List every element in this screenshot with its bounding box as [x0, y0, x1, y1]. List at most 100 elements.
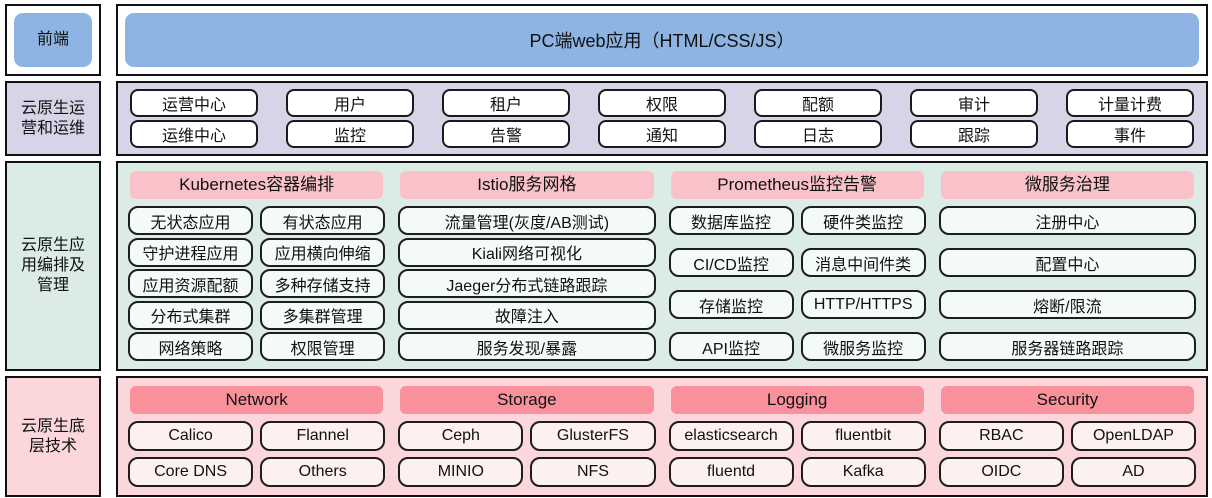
feature-box: 应用资源配额	[128, 269, 254, 298]
feature-box: 权限管理	[260, 332, 386, 361]
tech-box: OpenLDAP	[1070, 421, 1196, 451]
item-pair-row: Calico Flannel	[128, 421, 386, 451]
feature-box: 微服务监控	[800, 332, 926, 361]
ops-content-panel: 运营中心 用户 租户 权限 配额 审计 计量计费 运维中心	[116, 81, 1208, 156]
infrastructure-layer-row: 云原生底层技术 Network Calico Flannel Core DNS	[5, 376, 1208, 497]
feature-box: CI/CD监控	[668, 248, 794, 277]
web-app-banner: PC端web应用（HTML/CSS/JS）	[125, 13, 1199, 67]
tech-box: Others	[260, 457, 386, 487]
item-pair-row: RBAC OpenLDAP	[938, 421, 1196, 451]
feature-box: 服务器链路跟踪	[938, 332, 1196, 361]
item-pair-row: 存储监控 HTTP/HTTPS	[668, 290, 926, 319]
prometheus-column-body: 数据库监控 硬件类监控 CI/CD监控 消息中间件类 存储监控 HTTP/HTT…	[668, 206, 926, 361]
feature-box: 流量管理(灰度/AB测试)	[398, 206, 656, 235]
ops-item-box: 配额	[754, 89, 882, 117]
storage-column-body: Ceph GlusterFS MINIO NFS	[398, 421, 656, 487]
prometheus-column: Prometheus监控告警 数据库监控 硬件类监控 CI/CD监控 消息中间件…	[668, 171, 926, 361]
microservice-column-body: 注册中心 配置中心 熔断/限流 服务器链路跟踪	[938, 206, 1196, 361]
tech-box: MINIO	[398, 457, 524, 487]
item-pair-row: CI/CD监控 消息中间件类	[668, 248, 926, 277]
feature-box: HTTP/HTTPS	[800, 290, 926, 319]
tech-box: AD	[1070, 457, 1196, 487]
network-column-body: Calico Flannel Core DNS Others	[128, 421, 386, 487]
logging-column-header: Logging	[670, 386, 924, 414]
ops-item-box: 日志	[754, 120, 882, 148]
infrastructure-sidebar-box: 云原生底层技术	[5, 376, 101, 497]
item-pair-row: 网络策略 权限管理	[128, 332, 386, 361]
item-pair-row: OIDC AD	[938, 457, 1196, 487]
frontend-sidebar-box: 前端	[5, 4, 101, 76]
feature-box: API监控	[668, 332, 794, 361]
tech-box: Kafka	[800, 457, 926, 487]
tech-box: elasticsearch	[668, 421, 794, 451]
storage-column-header: Storage	[400, 386, 654, 414]
feature-box: 服务发现/暴露	[398, 332, 656, 361]
ops-item-box: 运营中心	[130, 89, 258, 117]
ops-sidebar-box: 云原生运营和运维	[5, 81, 101, 156]
tech-box: NFS	[530, 457, 656, 487]
ops-box-row-top: 运营中心 用户 租户 权限 配额 审计 计量计费	[130, 89, 1194, 117]
infrastructure-content-panel: Network Calico Flannel Core DNS Others	[116, 376, 1208, 497]
kubernetes-column: Kubernetes容器编排 无状态应用 有状态应用 守护进程应用 应用横向伸缩	[128, 171, 386, 361]
frontend-layer-row: 前端 PC端web应用（HTML/CSS/JS）	[5, 4, 1208, 76]
orchestration-sidebar-label: 云原生应用编排及管理	[20, 237, 85, 294]
feature-box: 数据库监控	[668, 206, 794, 235]
ops-item-box: 运维中心	[130, 120, 258, 148]
ops-layer-row: 云原生运营和运维 运营中心 用户 租户 权限 配额 审计 计量计费	[5, 81, 1208, 156]
network-column: Network Calico Flannel Core DNS Others	[128, 386, 386, 487]
feature-box: 硬件类监控	[800, 206, 926, 235]
microservice-column: 微服务治理 注册中心 配置中心 熔断/限流 服务器链路跟踪	[938, 171, 1196, 361]
kubernetes-column-body: 无状态应用 有状态应用 守护进程应用 应用横向伸缩 应用资源配额 多种存储支持	[128, 206, 386, 361]
item-pair-row: fluentd Kafka	[668, 457, 926, 487]
ops-item-box: 跟踪	[910, 120, 1038, 148]
ops-item-box: 计量计费	[1066, 89, 1194, 117]
feature-box: 配置中心	[938, 248, 1196, 277]
frontend-sidebar-label: 前端	[36, 31, 69, 48]
feature-box: 有状态应用	[260, 206, 386, 235]
ops-item-box: 权限	[598, 89, 726, 117]
item-pair-row: Core DNS Others	[128, 457, 386, 487]
ops-item-box: 通知	[598, 120, 726, 148]
security-column-header: Security	[940, 386, 1194, 414]
item-pair-row: 应用资源配额 多种存储支持	[128, 269, 386, 298]
feature-box: 消息中间件类	[800, 248, 926, 277]
ops-item-box: 告警	[442, 120, 570, 148]
feature-box: 网络策略	[128, 332, 254, 361]
network-column-header: Network	[130, 386, 384, 414]
storage-column: Storage Ceph GlusterFS MINIO NFS	[398, 386, 656, 487]
prometheus-column-header: Prometheus监控告警	[670, 171, 924, 199]
feature-box: 分布式集群	[128, 300, 254, 330]
frontend-content-panel: PC端web应用（HTML/CSS/JS）	[116, 4, 1208, 76]
tech-box: Ceph	[398, 421, 524, 451]
feature-box: Jaeger分布式链路跟踪	[398, 269, 656, 298]
kubernetes-column-header: Kubernetes容器编排	[130, 171, 384, 199]
feature-box: 应用横向伸缩	[260, 237, 386, 267]
tech-box: OIDC	[938, 457, 1064, 487]
istio-column-header: Istio服务网格	[400, 171, 654, 199]
tech-box: GlusterFS	[530, 421, 656, 451]
orchestration-layer-row: 云原生应用编排及管理 Kubernetes容器编排 无状态应用 有状态应用 守护…	[5, 161, 1208, 371]
orchestration-content-panel: Kubernetes容器编排 无状态应用 有状态应用 守护进程应用 应用横向伸缩	[116, 161, 1208, 371]
tech-box: Flannel	[260, 421, 386, 451]
ops-item-box: 用户	[286, 89, 414, 117]
web-app-banner-label: PC端web应用（HTML/CSS/JS）	[529, 31, 795, 51]
feature-box: 无状态应用	[128, 206, 254, 235]
logging-column: Logging elasticsearch fluentbit fluentd …	[668, 386, 926, 487]
tech-box: RBAC	[938, 421, 1064, 451]
feature-box: 守护进程应用	[128, 237, 254, 267]
orchestration-sidebar-box: 云原生应用编排及管理	[5, 161, 101, 371]
tech-box: fluentd	[668, 457, 794, 487]
ops-item-box: 监控	[286, 120, 414, 148]
security-column: Security RBAC OpenLDAP OIDC AD	[938, 386, 1196, 487]
feature-box: 多集群管理	[260, 300, 386, 330]
ops-box-row-bottom: 运维中心 监控 告警 通知 日志 跟踪 事件	[130, 120, 1194, 148]
feature-box: 注册中心	[938, 206, 1196, 235]
logging-column-body: elasticsearch fluentbit fluentd Kafka	[668, 421, 926, 487]
item-pair-row: API监控 微服务监控	[668, 332, 926, 361]
item-pair-row: 守护进程应用 应用横向伸缩	[128, 237, 386, 267]
item-pair-row: MINIO NFS	[398, 457, 656, 487]
ops-sidebar-label: 云原生运营和运维	[20, 99, 85, 137]
istio-column: Istio服务网格 流量管理(灰度/AB测试) Kiali网络可视化 Jaege…	[398, 171, 656, 361]
ops-item-box: 事件	[1066, 120, 1194, 148]
